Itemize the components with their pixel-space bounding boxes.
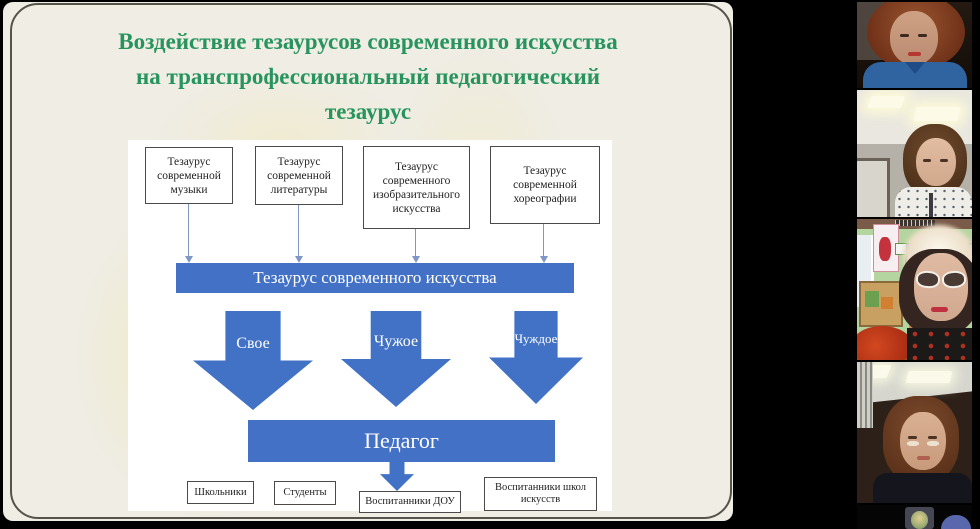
- participant-video-3[interactable]: [857, 219, 972, 360]
- source-box-visual-art: Тезаурус современного изобразительного и…: [363, 146, 470, 229]
- under-eye-patch: [907, 441, 919, 446]
- participant-video-1[interactable]: [857, 2, 972, 88]
- arrow-label-chuzhoe: Чужое: [373, 333, 419, 350]
- down-arrow-chuzhdoe: Чуждое: [489, 311, 583, 404]
- participant-eye: [900, 34, 909, 37]
- slide-title-line-1: Воздействие тезаурусов современного иску…: [118, 29, 618, 54]
- participant-eye: [908, 436, 917, 439]
- sunglasses-lens: [915, 270, 941, 289]
- participant-video-4[interactable]: [857, 362, 972, 503]
- teacher-bar: Педагог: [248, 420, 555, 462]
- shared-slide: Воздействие тезаурусов современного иску…: [3, 2, 733, 521]
- poster-figure: [879, 237, 891, 261]
- under-eye-patch: [927, 441, 939, 446]
- cork-board-pin: [865, 291, 879, 307]
- participant-lanyard: [929, 193, 933, 217]
- arrow-label-svoe: Свое: [236, 335, 270, 352]
- arrowhead-icon: [294, 256, 303, 263]
- slide-title: Воздействие тезаурусов современного иску…: [3, 24, 733, 129]
- source-box-literature: Тезаурус современной литературы: [255, 146, 343, 205]
- source-box-music: Тезаурус современной музыки: [145, 147, 233, 204]
- participant-dotted-blouse: [895, 187, 972, 217]
- source-box-choreography: Тезаурус современной хореографии: [490, 146, 600, 224]
- arrow-label-chuzhdoe: Чуждое: [514, 331, 558, 346]
- avatar-photo: [911, 511, 928, 529]
- participant-eye: [928, 436, 937, 439]
- participant-face: [890, 11, 938, 65]
- diagram-panel: Тезаурус современной музыки Тезаурус сов…: [128, 140, 612, 513]
- participant-eye: [923, 159, 931, 162]
- avatar-placeholder-icon: [941, 515, 971, 529]
- cork-board-pin: [881, 297, 893, 309]
- audience-box-art-schools: Воспитанники школ искусств: [484, 477, 597, 511]
- slide-title-line-2: на транспрофессиональный педагогический: [136, 64, 600, 89]
- participant-eye: [940, 159, 948, 162]
- participant-lips: [917, 456, 930, 460]
- participant-face: [916, 138, 956, 186]
- participant-dark-top: [873, 473, 972, 503]
- participant-lips: [908, 52, 921, 56]
- window-blinds: [857, 362, 873, 428]
- room-window: [857, 158, 890, 217]
- connector-arrow-icon: [411, 229, 420, 263]
- connector-arrow-icon: [184, 204, 193, 263]
- connector-arrow-icon: [294, 205, 303, 263]
- merge-bar: Тезаурус современного искусства: [176, 263, 574, 293]
- participant-video-2[interactable]: [857, 90, 972, 217]
- participant-lips: [931, 307, 948, 312]
- slide-title-line-3: тезаурус: [324, 99, 412, 124]
- participants-video-strip: [857, 0, 972, 529]
- arrowhead-icon: [184, 256, 193, 263]
- participant-dark-floral-top: [907, 328, 972, 360]
- participant-video-5[interactable]: [857, 505, 972, 529]
- small-down-arrow-icon: [380, 462, 414, 491]
- audience-box-schoolchildren: Школьники: [187, 481, 254, 504]
- participant-eye: [918, 34, 927, 37]
- ceiling-light: [867, 96, 905, 108]
- connector-arrow-icon: [539, 224, 548, 263]
- arrowhead-icon: [411, 256, 420, 263]
- participant-red-floral-top: [857, 326, 913, 360]
- ceiling-light: [913, 107, 961, 121]
- down-arrow-chuzhoe: Чужое: [341, 311, 451, 407]
- audience-box-students: Студенты: [274, 481, 336, 505]
- audience-box-preschool: Воспитанники ДОУ: [359, 491, 461, 513]
- ceiling-light: [905, 371, 953, 383]
- arrowhead-icon: [539, 256, 548, 263]
- classroom-sign: [895, 220, 935, 226]
- down-arrow-svoe: Свое: [193, 311, 313, 410]
